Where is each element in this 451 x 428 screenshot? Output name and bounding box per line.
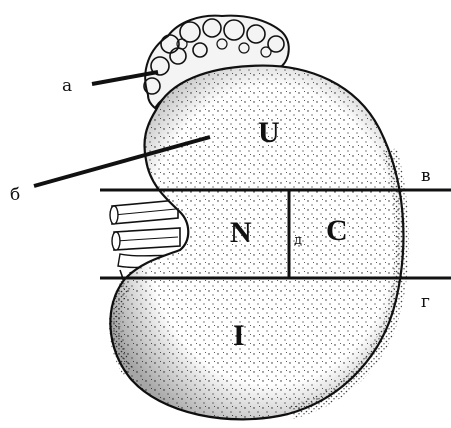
zone-nephron: N xyxy=(230,216,252,249)
label-g: г xyxy=(421,292,430,312)
label-v: в xyxy=(421,166,431,186)
label-d: д xyxy=(294,233,302,248)
zone-upper: U xyxy=(258,116,280,149)
zone-lower: I xyxy=(233,319,245,352)
zone-cortex: C xyxy=(326,214,348,247)
label-b: б xyxy=(10,185,20,205)
label-a: а xyxy=(62,76,72,96)
